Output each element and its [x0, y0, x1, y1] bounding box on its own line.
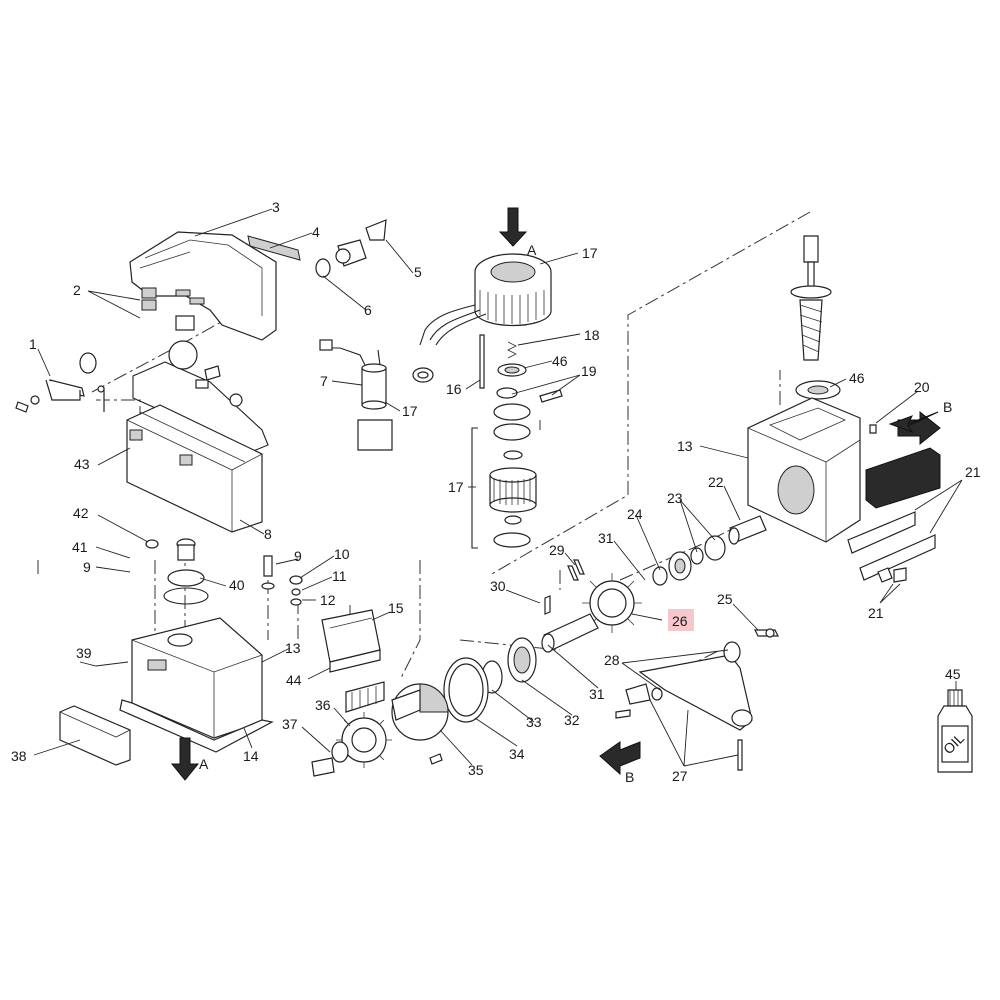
callout-43: 43: [74, 456, 90, 472]
callout-18: 18: [584, 327, 600, 343]
callout-44: 44: [286, 672, 302, 688]
callout-46-right: 46: [849, 370, 865, 386]
rotor-shaft-stack: [471, 334, 563, 549]
callout-21-bottom: 21: [868, 605, 884, 621]
callout-13-right: 13: [677, 438, 693, 454]
callout-27: 27: [672, 768, 688, 784]
control-box: [126, 340, 269, 533]
callout-7: 7: [320, 373, 328, 389]
callout-36: 36: [315, 697, 331, 713]
callout-42: 42: [73, 505, 89, 521]
callout-25: 25: [717, 591, 733, 607]
callout-40: 40: [229, 577, 245, 593]
callout-17-top: 17: [582, 245, 598, 261]
view-marker-a-top: A: [527, 242, 537, 258]
oil-bottle-45: OIL: [937, 689, 973, 773]
callout-14: 14: [243, 748, 259, 764]
callout-17-stack: 17: [448, 479, 464, 495]
callout-32: 32: [564, 712, 580, 728]
leader-lines: [33, 208, 963, 767]
callout-labels: 1 2 3 4 5 6 7 8 9 9 10 11 12 13 13 14 15…: [11, 199, 981, 784]
bracket-1: [15, 352, 105, 413]
callout-17-capacitor: 17: [402, 403, 418, 419]
motor-stator: [412, 207, 552, 383]
callout-11: 11: [332, 568, 347, 584]
callout-12: 12: [320, 592, 336, 608]
callout-16: 16: [446, 381, 462, 397]
callout-30: 30: [490, 578, 506, 594]
callout-37: 37: [282, 716, 298, 732]
view-marker-a-bottom: A: [199, 756, 209, 772]
worm-shaft: [790, 235, 841, 400]
callout-10: 10: [334, 546, 350, 562]
callout-9-right: 9: [294, 548, 302, 564]
callout-4: 4: [312, 224, 320, 240]
callout-26: 26: [672, 613, 688, 629]
callout-3: 3: [272, 199, 280, 215]
callout-19: 19: [581, 363, 597, 379]
callout-22: 22: [708, 474, 724, 490]
view-marker-b-bottom: B: [625, 769, 634, 785]
gearbox-housing-13: [599, 397, 941, 776]
callout-20: 20: [914, 379, 930, 395]
view-markers: A A B B: [199, 242, 952, 785]
callout-6: 6: [364, 302, 372, 318]
callout-38: 38: [11, 748, 27, 764]
callout-35: 35: [468, 762, 484, 778]
callout-29: 29: [549, 542, 565, 558]
callout-15: 15: [388, 600, 404, 616]
callout-39: 39: [76, 645, 92, 661]
callout-2: 2: [73, 282, 81, 298]
callout-41: 41: [72, 539, 88, 555]
callout-1: 1: [29, 336, 37, 352]
callout-45: 45: [945, 666, 961, 682]
callout-28: 28: [604, 652, 620, 668]
callout-5: 5: [414, 264, 422, 280]
callout-31-top: 31: [598, 530, 614, 546]
base-housing: [59, 538, 381, 781]
capacitor-7: [319, 339, 393, 451]
callout-23: 23: [667, 490, 683, 506]
callout-8: 8: [264, 526, 272, 542]
callout-24: 24: [627, 506, 643, 522]
output-parts: [443, 515, 779, 771]
callout-33: 33: [526, 714, 542, 730]
view-marker-b-right: B: [943, 399, 952, 415]
callout-9-left: 9: [83, 559, 91, 575]
callout-21-right: 21: [965, 464, 981, 480]
lower-mid-parts: [311, 681, 449, 777]
callout-13-left: 13: [285, 640, 301, 656]
callout-31-bottom: 31: [589, 686, 605, 702]
callout-34: 34: [509, 746, 525, 762]
cover-assembly: [129, 219, 387, 341]
callout-46-middle: 46: [552, 353, 568, 369]
